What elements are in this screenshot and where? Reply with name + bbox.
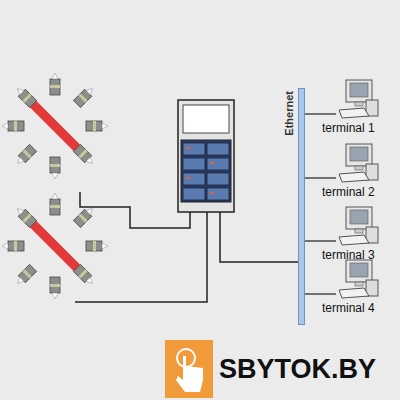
server-rack — [178, 100, 234, 212]
network-link — [305, 113, 336, 114]
computer-icon — [336, 258, 380, 300]
network-link — [305, 240, 336, 241]
computer-icon — [336, 142, 380, 184]
terminal-computer: terminal 4 — [322, 258, 394, 315]
terminal-computer: terminal 3 — [322, 205, 394, 262]
terminal-label: terminal 1 — [322, 121, 394, 135]
terminal-computer: terminal 1 — [322, 78, 394, 135]
bus-label: Ethernet — [283, 91, 295, 136]
watermark: SBYTOK.BY — [213, 354, 376, 385]
network-link — [305, 293, 336, 294]
sensor-rings — [2, 73, 108, 299]
ethernet-bus: Ethernet — [298, 88, 305, 325]
computer-icon — [336, 205, 380, 247]
terminal-label: terminal 4 — [322, 301, 394, 315]
watermark-band: SBYTOK.BY — [213, 340, 400, 398]
network-link — [305, 177, 336, 178]
terminal-label: terminal 2 — [322, 185, 394, 199]
terminal-computer: terminal 2 — [322, 142, 394, 199]
computer-icon — [336, 78, 380, 120]
hand-icon — [165, 340, 213, 398]
